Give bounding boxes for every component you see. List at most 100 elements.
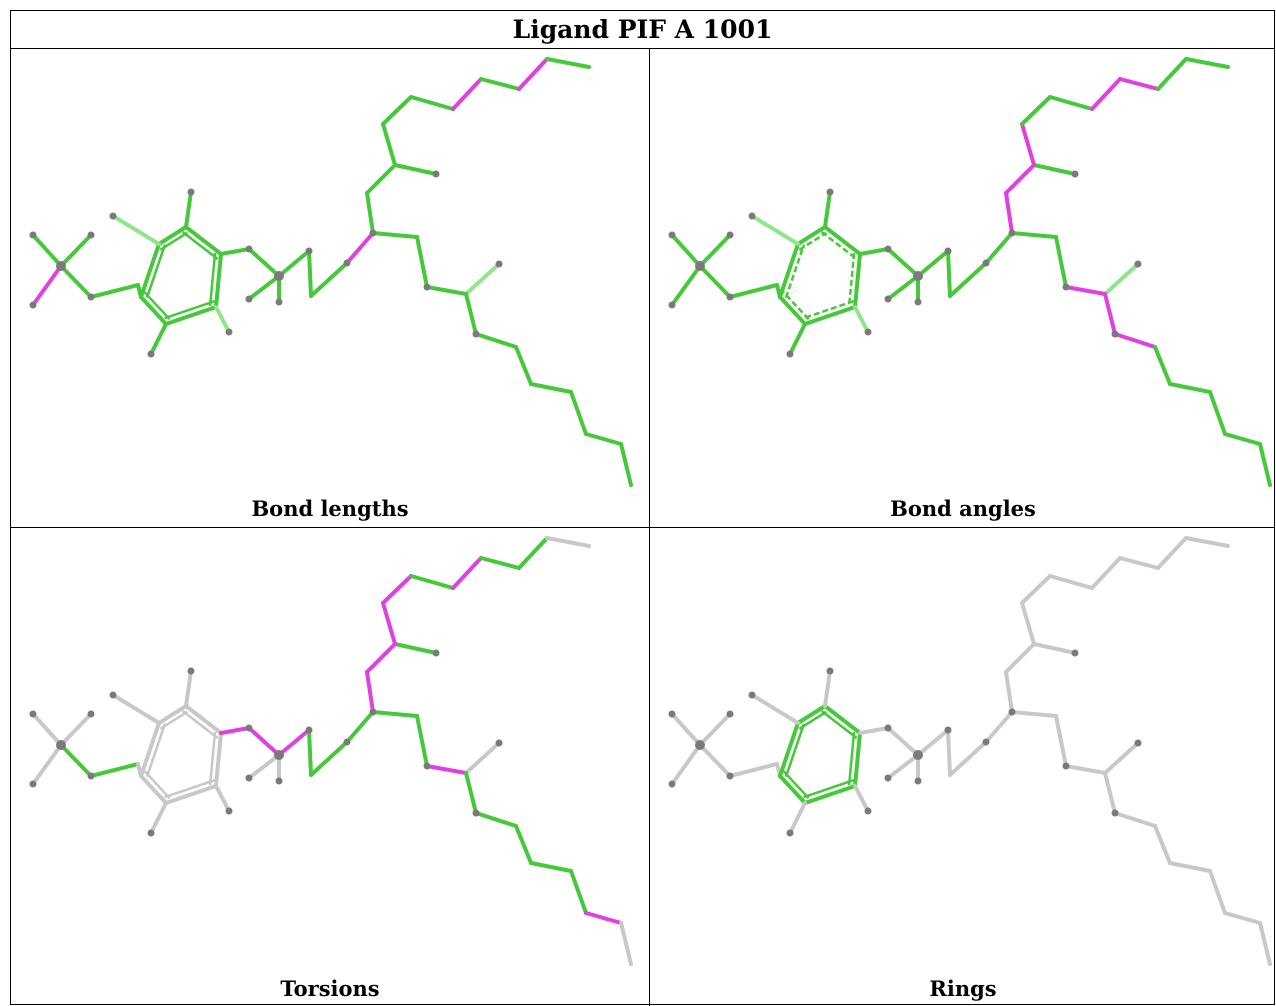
- atom: [914, 777, 922, 785]
- bond: [247, 274, 281, 301]
- bond: [415, 235, 429, 289]
- atom: [187, 667, 195, 675]
- bond: [1184, 536, 1230, 548]
- bond: [1004, 670, 1014, 714]
- bond: [728, 762, 779, 778]
- bond: [796, 704, 827, 725]
- bond: [670, 233, 702, 268]
- bond: [164, 305, 218, 326]
- atom: [369, 229, 377, 237]
- bond: [59, 712, 93, 747]
- atom: [1008, 708, 1016, 716]
- atom: [982, 738, 990, 746]
- atom: [864, 807, 872, 815]
- bond: [474, 811, 518, 828]
- atom: [245, 245, 253, 253]
- aromatic-bond: [159, 710, 188, 730]
- bond: [1113, 811, 1157, 828]
- aromatic-bond: [820, 709, 858, 739]
- bond: [277, 249, 311, 278]
- bond: [381, 601, 397, 646]
- bond: [219, 247, 251, 256]
- bond: [916, 249, 950, 278]
- bond: [451, 77, 483, 111]
- atom: [982, 259, 990, 267]
- atom: [668, 231, 676, 239]
- bond: [886, 753, 920, 780]
- bond: [365, 163, 397, 195]
- bond: [464, 292, 478, 336]
- bond: [1032, 642, 1077, 655]
- bond: [788, 322, 807, 356]
- bond: [1168, 382, 1212, 394]
- bond: [59, 233, 93, 268]
- bond: [479, 77, 521, 91]
- atom: [944, 247, 952, 255]
- panel-bond-lengths: Bond lengths: [11, 49, 649, 527]
- bond: [309, 261, 349, 298]
- atom: [695, 261, 705, 271]
- caption-torsions: Torsions: [280, 976, 380, 1001]
- bond: [214, 252, 223, 309]
- bond: [1103, 741, 1140, 775]
- bond: [853, 305, 870, 334]
- aromatic-bond: [181, 230, 219, 260]
- atom: [884, 245, 892, 253]
- bond: [184, 669, 193, 708]
- atom: [668, 780, 676, 788]
- atom: [1111, 809, 1119, 817]
- atom: [726, 772, 734, 780]
- bond: [750, 693, 800, 725]
- aromatic-bond: [784, 244, 806, 299]
- atom: [432, 170, 440, 178]
- bond: [247, 753, 281, 780]
- atom: [343, 259, 351, 267]
- bond: [1054, 235, 1068, 289]
- bond: [670, 712, 702, 747]
- aromatic-bond: [798, 231, 827, 251]
- bond: [1032, 163, 1077, 176]
- bond: [309, 740, 349, 777]
- atom: [274, 271, 284, 281]
- bond: [1020, 95, 1052, 126]
- bond: [517, 536, 549, 570]
- panel-torsions: Torsions: [11, 528, 649, 1006]
- aromatic-bond: [181, 709, 219, 739]
- bond: [788, 801, 807, 835]
- bond: [946, 249, 952, 298]
- bond: [698, 712, 732, 747]
- bond: [1020, 601, 1036, 646]
- bond: [853, 784, 870, 813]
- figure-frame: Ligand PIF A 1001 Bond lengths Bond angl…: [10, 10, 1276, 1006]
- bond: [393, 642, 438, 655]
- atom: [1134, 260, 1142, 268]
- atom: [1008, 229, 1016, 237]
- bond: [59, 743, 93, 778]
- bond: [1258, 921, 1272, 966]
- bond: [1064, 764, 1107, 775]
- atom: [423, 762, 431, 770]
- atom: [472, 330, 480, 338]
- bond: [111, 214, 161, 246]
- bond: [409, 574, 455, 590]
- divider-horizontal: [11, 527, 1274, 528]
- atom: [87, 293, 95, 301]
- bond: [365, 642, 397, 674]
- atom: [29, 780, 37, 788]
- atom: [109, 212, 117, 220]
- panel-rings: Rings: [650, 528, 1276, 1006]
- bond: [1048, 574, 1094, 590]
- bond: [886, 726, 920, 757]
- molecule-bond-angles: [668, 57, 1272, 487]
- bond: [619, 921, 633, 966]
- bond: [1153, 824, 1172, 865]
- bond: [1103, 771, 1117, 815]
- bond: [1113, 332, 1157, 349]
- bond: [728, 283, 779, 299]
- aromatic-bond: [798, 710, 827, 730]
- atom: [726, 293, 734, 301]
- aromatic-bond: [164, 778, 215, 799]
- bond: [948, 261, 988, 298]
- bond: [1168, 861, 1212, 873]
- bond: [778, 242, 800, 299]
